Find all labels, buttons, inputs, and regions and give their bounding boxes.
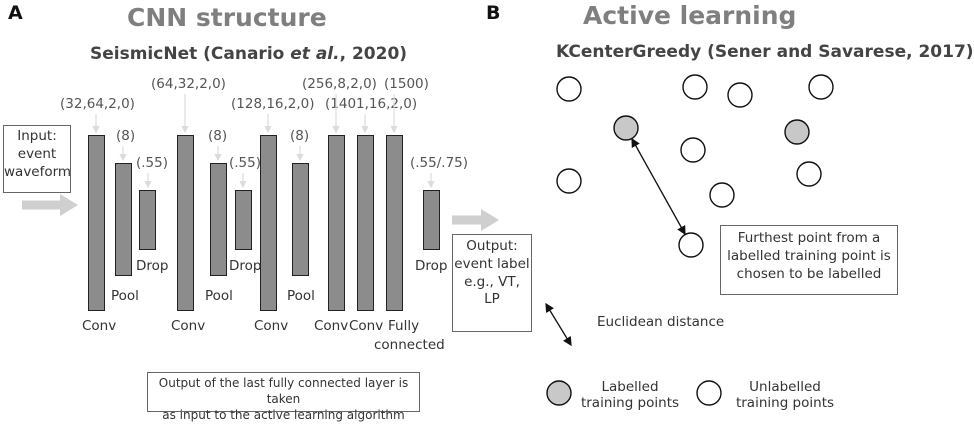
subtitle-suffix: , 2020)	[339, 44, 408, 64]
seismicnet-subtitle: SeismicNet (Canario et al., 2020)	[90, 44, 407, 64]
drop1-label: Drop	[136, 258, 169, 274]
output-line-4: LP	[484, 291, 500, 308]
cnn-structure-title: CNN structure	[127, 3, 327, 32]
drop2-param: (.55)	[229, 155, 262, 171]
drop2-layer	[235, 190, 252, 250]
input-box: Input: event waveform	[3, 125, 71, 193]
panel-b-letter: B	[486, 2, 501, 24]
pool3-label: Pool	[287, 288, 315, 304]
input-line-3: waveform	[4, 163, 72, 180]
drop3-label: Drop	[415, 258, 448, 274]
diagram-graphics	[22, 74, 834, 406]
output-line-3: e.g., VT,	[464, 273, 520, 290]
euclidean-distance-label: Euclidean distance	[597, 314, 725, 330]
unlabelled-point-furthest	[678, 232, 704, 258]
legend-labelled-line2: training points	[580, 395, 680, 411]
legend-unlabelled-line1: Unlabelled	[749, 379, 821, 395]
conv4-label: Conv	[314, 318, 349, 334]
pool1-layer	[115, 163, 132, 276]
legend-labelled-label: Labelled training points	[578, 379, 682, 411]
legend-labelled-line1: Labelled	[601, 379, 659, 395]
pool1-param: (8)	[116, 128, 136, 144]
conv5-layer	[357, 135, 374, 311]
output-line-1: Output:	[466, 238, 518, 254]
legend-labelled-circle	[546, 380, 572, 406]
fc-param: (1500)	[384, 76, 429, 92]
conv1-param: (32,64,2,0)	[60, 96, 135, 112]
output-flow-arrowhead	[481, 209, 499, 231]
callout-line-2: labelled training point is	[727, 247, 891, 264]
euclidean-legend-arrow	[545, 302, 572, 347]
conv1-layer	[88, 135, 105, 311]
panel-a-letter: A	[8, 2, 23, 24]
conv2-param: (64,32,2,0)	[151, 76, 226, 92]
pool1-label: Pool	[111, 288, 139, 304]
input-line-2: event	[17, 145, 57, 162]
labelled-point	[613, 115, 639, 141]
unlabelled-point	[680, 137, 706, 163]
labelled-point	[784, 119, 810, 145]
note-line-2: as input to the active learning algorith…	[162, 408, 405, 423]
conv4-param: (256,8,2,0)	[302, 76, 377, 92]
conv3-label: Conv	[254, 318, 289, 334]
conv2-layer	[177, 135, 194, 311]
fc-label-line1: Fully	[388, 318, 420, 334]
conv3-layer	[260, 135, 277, 311]
legend-unlabelled-line2: training points	[735, 395, 835, 411]
unlabelled-point	[808, 74, 834, 100]
callout-line-3: chosen to be labelled	[736, 265, 882, 282]
subtitle-prefix: SeismicNet (Canario	[90, 44, 291, 64]
pool3-layer	[292, 163, 309, 276]
legend-unlabelled-label: Unlabelled training points	[730, 379, 840, 411]
unlabelled-point	[709, 182, 735, 208]
output-line-2: event label	[454, 255, 530, 272]
input-flow-arrowhead	[60, 194, 78, 216]
unlabelled-point	[682, 74, 708, 100]
conv3-param: (128,16,2,0)	[231, 96, 315, 112]
pool3-param: (8)	[290, 128, 310, 144]
note-line-1: Output of the last fully connected layer…	[158, 376, 409, 407]
drop1-layer	[139, 190, 156, 250]
note-box: Output of the last fully connected layer…	[147, 372, 420, 422]
fc-label-line2: connected	[374, 337, 445, 353]
legend-unlabelled-circle	[696, 380, 722, 406]
pool2-layer	[210, 163, 227, 276]
kcenter-subtitle: KCenterGreedy (Sener and Savarese, 2017)	[556, 42, 974, 62]
drop2-label: Drop	[229, 258, 262, 274]
conv2-label: Conv	[171, 318, 206, 334]
subtitle-italic: et al.	[290, 44, 340, 64]
pool2-param: (8)	[208, 128, 228, 144]
drop1-param: (.55)	[136, 155, 169, 171]
conv4-layer	[328, 135, 345, 311]
drop3-param: (.55/.75)	[410, 155, 469, 171]
unlabelled-point	[796, 161, 822, 187]
fc-layer	[386, 135, 403, 311]
callout-line-1: Furthest point from a	[737, 230, 881, 246]
furthest-distance-arrow	[631, 137, 686, 236]
input-line-1: Input:	[17, 128, 57, 144]
active-learning-title: Active learning	[583, 1, 797, 30]
unlabelled-point	[556, 168, 582, 194]
unlabelled-point	[727, 82, 753, 108]
unlabelled-point	[556, 76, 582, 102]
pool2-label: Pool	[205, 288, 233, 304]
output-box: Output: event label e.g., VT, LP	[452, 234, 532, 332]
conv5-label: Conv	[349, 318, 384, 334]
conv1-label: Conv	[82, 318, 117, 334]
drop3-layer	[423, 190, 440, 250]
callout-box: Furthest point from a labelled training …	[720, 225, 898, 295]
